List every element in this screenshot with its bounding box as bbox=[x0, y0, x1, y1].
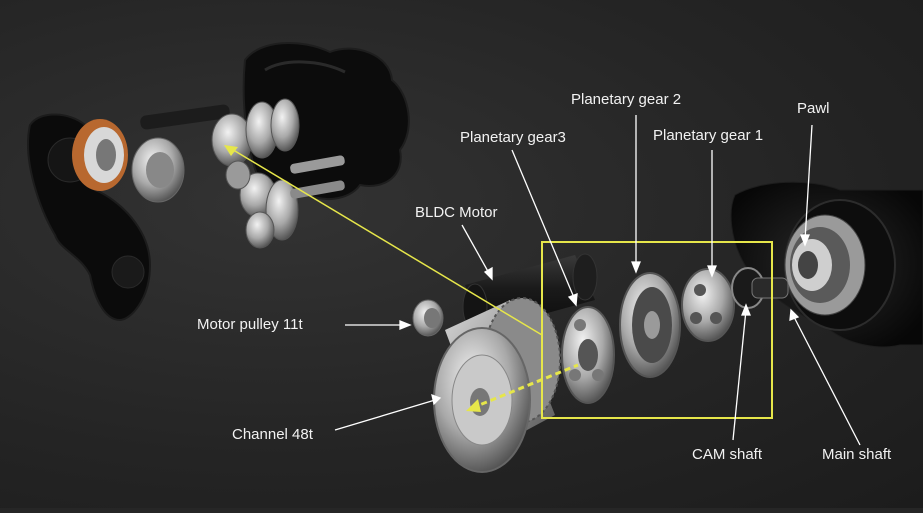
main-hub bbox=[730, 181, 923, 348]
motor-pulley-part bbox=[412, 299, 444, 337]
label-bldc-motor: BLDC Motor bbox=[415, 204, 498, 221]
highlight-connector bbox=[229, 147, 543, 336]
label-channel: Channel 48t bbox=[232, 426, 313, 443]
label-pawl: Pawl bbox=[797, 100, 830, 117]
planetary-gear-1-part bbox=[681, 268, 735, 342]
cam-shaft-part bbox=[731, 267, 789, 309]
planetary-gear-2-part bbox=[619, 272, 681, 378]
leader-lines bbox=[334, 115, 861, 446]
label-main-shaft: Main shaft bbox=[822, 446, 892, 463]
label-planetary-gear-2: Planetary gear 2 bbox=[571, 91, 682, 108]
planetary-gear-3-part bbox=[561, 306, 615, 404]
label-planetary-gear-3: Planetary gear3 bbox=[460, 129, 566, 146]
upper-gear-cluster bbox=[211, 98, 345, 249]
upper-assembly bbox=[27, 42, 410, 322]
drive-dashed-arrow bbox=[471, 363, 579, 410]
highlight-box bbox=[541, 241, 773, 419]
label-motor-pulley: Motor pulley 11t bbox=[197, 316, 303, 333]
label-cam-shaft: CAM shaft bbox=[692, 446, 763, 463]
label-planetary-gear-1: Planetary gear 1 bbox=[653, 127, 764, 144]
